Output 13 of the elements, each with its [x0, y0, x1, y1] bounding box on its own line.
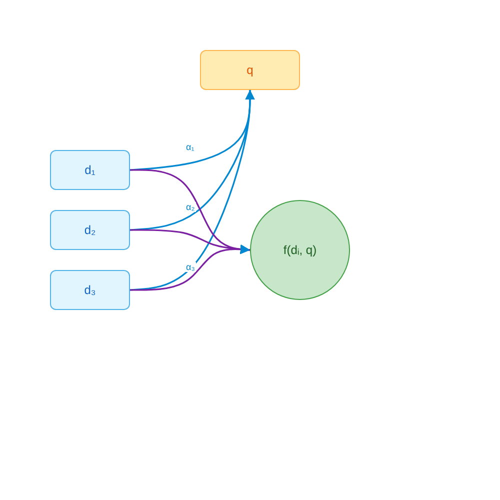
- node-label: q: [246, 63, 254, 77]
- query-box: [200, 50, 300, 90]
- edge-label: α₃: [185, 262, 196, 272]
- document-box: [50, 150, 130, 190]
- edge-label: α₁: [185, 142, 196, 152]
- node-label: d₁: [84, 163, 96, 177]
- node-label: f(dᵢ, q): [283, 243, 317, 257]
- edge-label: α₂: [185, 202, 196, 212]
- arrow: [130, 244, 250, 291]
- document-box: [50, 270, 130, 310]
- node-label: d₃: [84, 283, 96, 297]
- document-box: [50, 210, 130, 250]
- node-label: d₂: [84, 223, 96, 237]
